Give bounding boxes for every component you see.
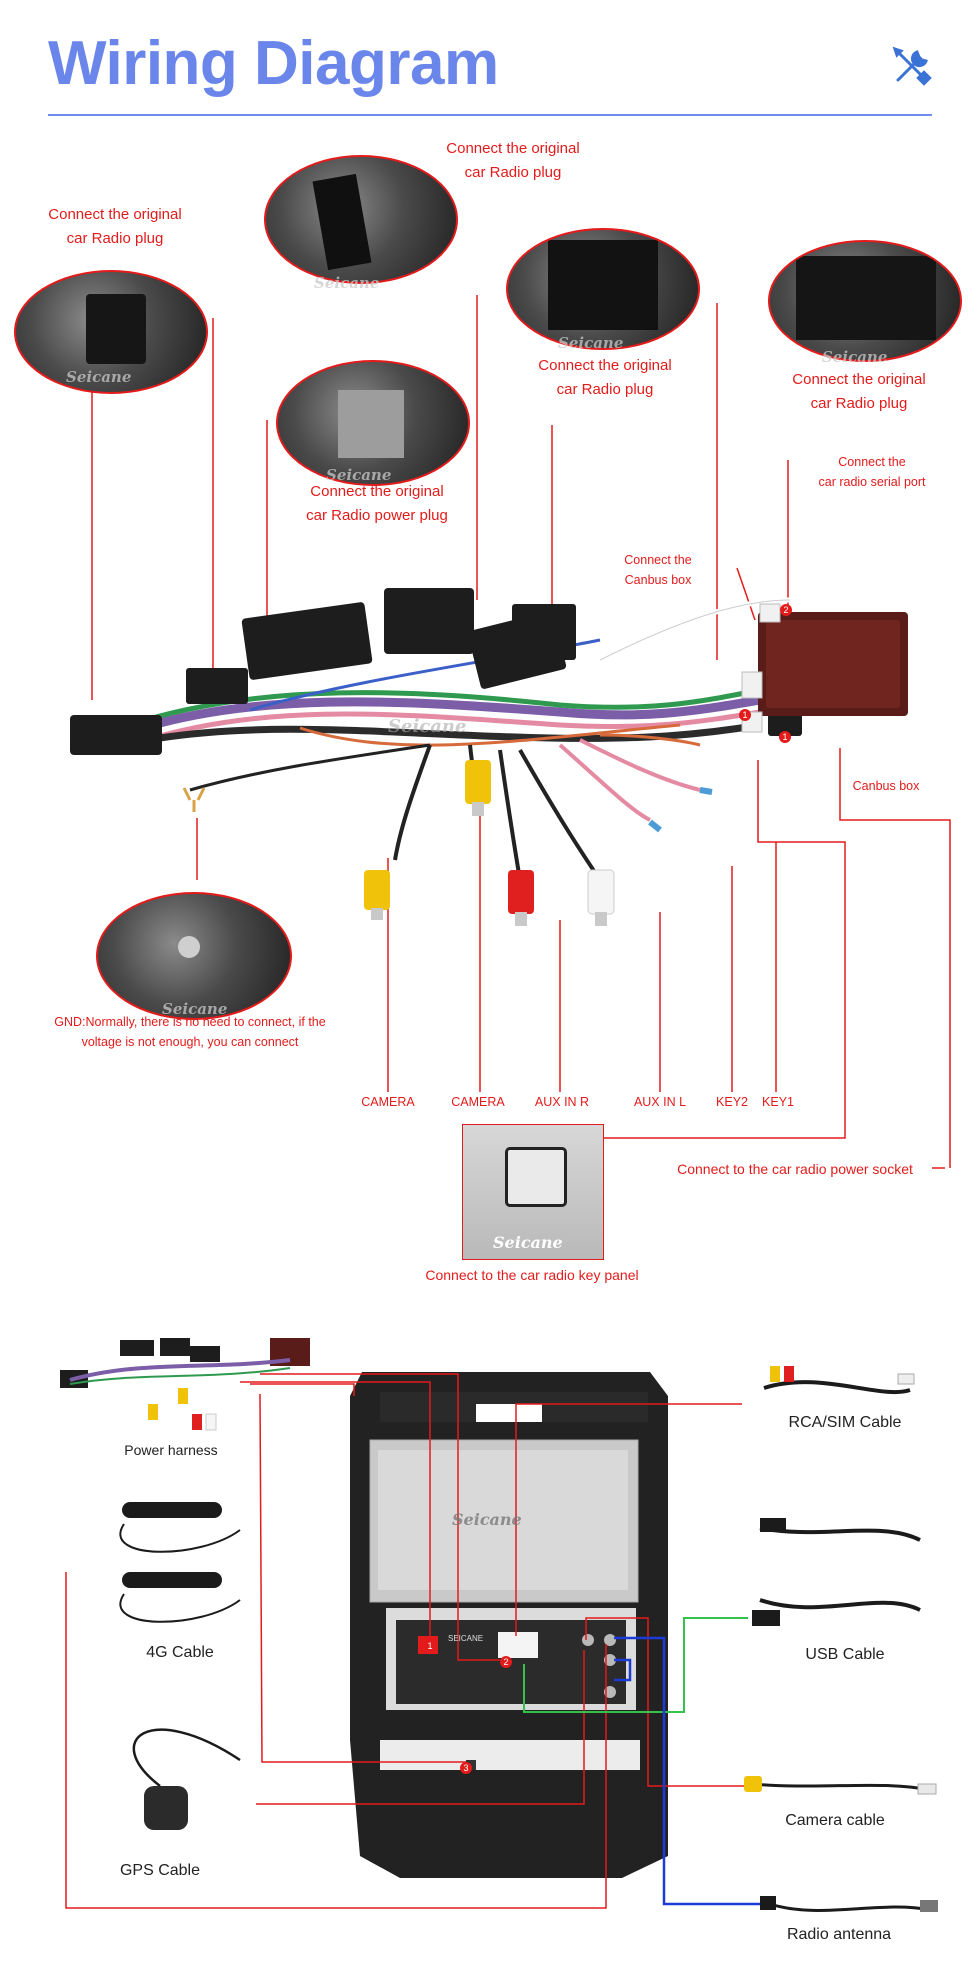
wire-label-aux-r: AUX IN R	[534, 1095, 590, 1109]
wire-label-key2: KEY2	[716, 1095, 748, 1109]
photo-key-panel: Seicane	[462, 1124, 604, 1260]
watermark-4: Seicane	[558, 334, 624, 352]
tools-icon	[892, 46, 932, 86]
photo-power-plug	[276, 360, 470, 486]
title-divider	[48, 114, 932, 116]
photo-radio-plug-top	[264, 155, 458, 284]
label-gps-cable: GPS Cable	[119, 1862, 201, 1879]
unit-badge-1: 1	[427, 1641, 432, 1651]
photo-radio-plug-mid	[506, 228, 700, 350]
label-camera-cable: Camera cable	[785, 1812, 885, 1829]
wire-label-key1: KEY1	[762, 1095, 794, 1109]
watermark-6: Seicane	[162, 1000, 228, 1018]
label-4g-cable: 4G Cable	[146, 1644, 214, 1661]
label-power-harness: Power harness	[124, 1442, 218, 1458]
photo-ground-point	[96, 892, 292, 1020]
watermark-7: Seicane	[388, 716, 467, 737]
label-power-socket: Connect to the car radio power socket	[677, 1161, 913, 1177]
label-radio-antenna: Radio antenna	[786, 1926, 892, 1943]
wire-label-camera-2: CAMERA	[451, 1095, 505, 1109]
watermark-2: Seicane	[314, 274, 380, 292]
watermark-5: Seicane	[822, 348, 888, 366]
watermark-1: Seicane	[66, 368, 132, 386]
label-canbus-box: Canbus box	[852, 779, 920, 793]
label-key-panel: Connect to the car radio key panel	[425, 1267, 639, 1283]
unit-badge-3: 3	[463, 1763, 468, 1773]
unit-brand: SEICANE	[448, 1634, 484, 1643]
svg-text:1: 1	[742, 710, 747, 720]
photo-radio-plug-left	[14, 270, 208, 394]
photo-radio-plug-right	[768, 240, 962, 362]
wire-label-camera-1: CAMERA	[361, 1095, 415, 1109]
watermark-unit: Seicane	[452, 1510, 522, 1529]
label-gnd: GND:Normally, there is no need to connec…	[54, 1015, 326, 1049]
unit-badge-2: 2	[503, 1657, 508, 1667]
page-title: Wiring Diagram	[48, 29, 499, 98]
label-rca-sim-cable: RCA/SIM Cable	[788, 1414, 902, 1431]
watermark-3: Seicane	[326, 466, 392, 484]
label-usb-cable: USB Cable	[805, 1646, 885, 1663]
svg-text:1: 1	[782, 732, 787, 742]
wire-label-aux-l: AUX IN L	[633, 1095, 687, 1109]
svg-text:2: 2	[783, 605, 788, 615]
